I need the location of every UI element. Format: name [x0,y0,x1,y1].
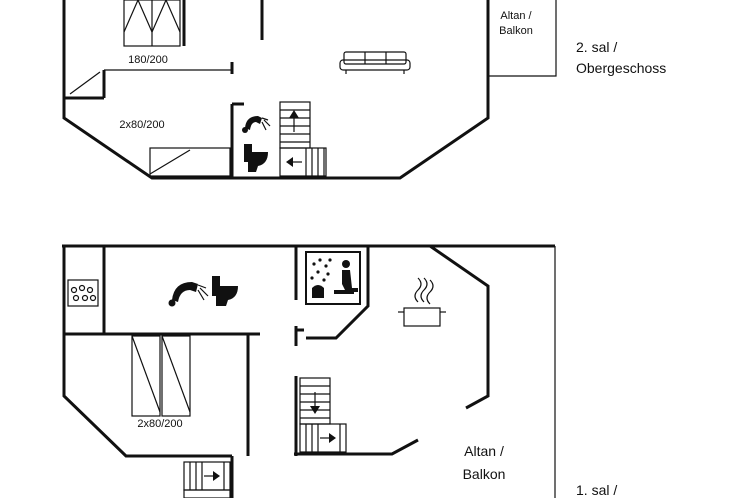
bunk-bed-icon [69,71,101,95]
lower-outer-wall [62,246,232,458]
bed-size-label: 2x80/200 [119,119,164,131]
lower-interior-wall [306,246,370,340]
upper-balcony-outline [487,0,557,77]
stove-icon [67,279,99,307]
single-bed-icon [149,147,231,177]
toilet-icon [212,276,238,306]
stairs-icon [183,461,231,498]
cooking-pot-icon [398,277,446,327]
stairs-icon [299,377,331,425]
stairs-icon [299,423,347,453]
balcony-label: Balkon [499,25,533,37]
stairs-icon [279,147,327,177]
single-bed-icon [131,335,161,417]
bed-size-label: 180/200 [128,54,168,66]
lower-outer-wall [429,244,490,410]
lower-floor: 2x80/200 [62,244,617,498]
balcony-label: Altan / [464,443,504,459]
floor-label: Obergeschoss [576,60,666,76]
upper-floor-outer-wall [62,0,490,180]
floor-label: 2. sal / [576,39,617,55]
double-bed-icon [123,0,181,47]
stairs-icon [279,101,311,149]
bed-size-label: 2x80/200 [137,418,182,430]
sauna-icon [305,251,361,305]
shower-icon [168,282,209,307]
balcony-label: Altan / [500,10,532,22]
toilet-icon [244,144,268,172]
single-bed-icon [161,335,191,417]
floor-label: 1. sal / [576,482,617,498]
balcony-label: Balkon [463,466,506,482]
sofa-icon [339,51,411,74]
upper-floor: 180/200 2x80/200 [62,0,666,180]
lower-interior-wall [294,438,419,456]
shower-icon [242,116,271,133]
